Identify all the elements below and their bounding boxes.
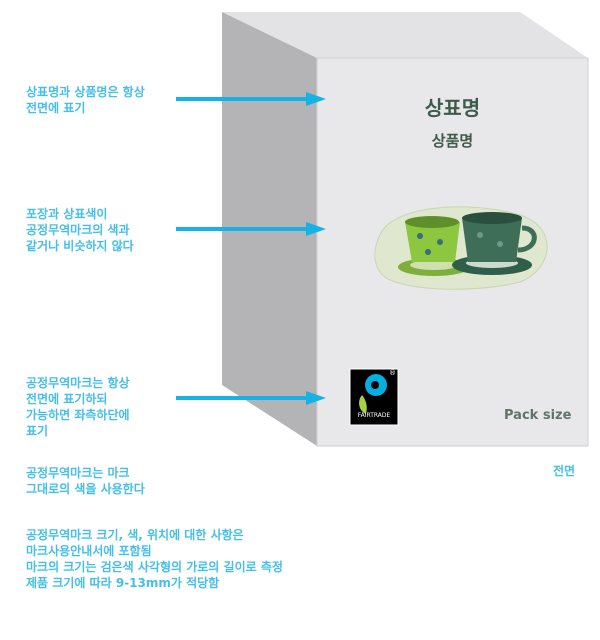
pack-size: Pack size <box>504 408 572 423</box>
brand-name: 상표명 <box>424 96 481 120</box>
front-label: 전면 <box>553 464 576 478</box>
note-mark-size: 공정무역마크 크기, 색, 위치에 대한 사항은 마크사용안내서에 포함됨 마크… <box>26 528 283 590</box>
arrows <box>176 92 326 405</box>
coffee-cups-illustration <box>374 206 548 290</box>
note-brand-name: 상표명과 상품명은 항상 전면에 표기 <box>26 85 145 115</box>
note-colors: 포장과 상표색이 공정무역마크의 색과 같거나 비슷하지 않다 <box>26 207 134 253</box>
note-mark-color: 공정무역마크는 마크 그대로의 색을 사용한다 <box>26 466 145 496</box>
registered-mark: ® <box>389 369 396 377</box>
fairtrade-logo-text: FAIRTRADE <box>357 412 391 419</box>
fairtrade-logo <box>349 368 399 426</box>
product-name: 상품명 <box>431 132 474 150</box>
box-top-face <box>222 12 588 58</box>
note-mark-position: 공정무역마크는 항상 전면에 표기하되 가능하면 좌측하단에 표기 <box>26 376 130 438</box>
